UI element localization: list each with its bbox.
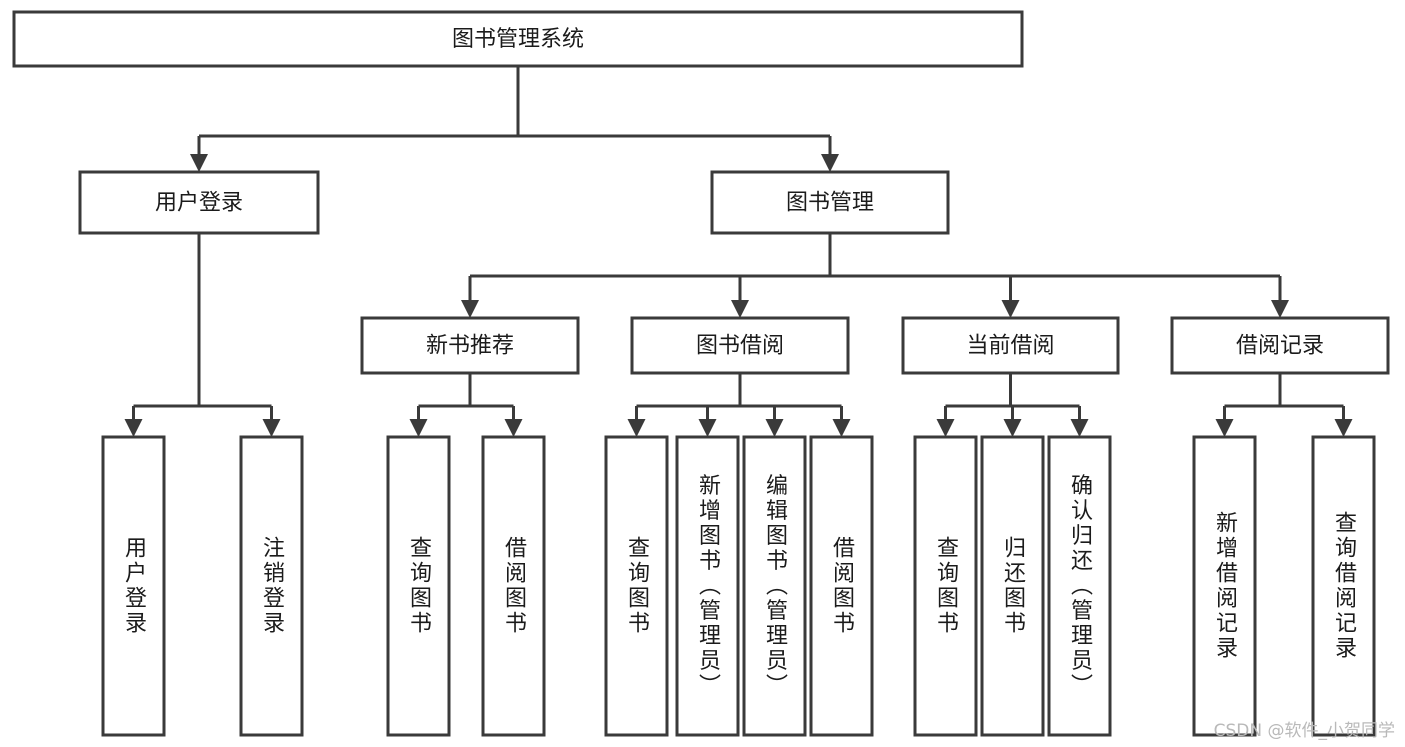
- node-box-leaf-logout: [239, 435, 304, 737]
- node-box-user-login: [78, 170, 320, 235]
- node-box-book-borrow: [630, 316, 850, 375]
- connector-group-book-borrow: [627, 373, 851, 437]
- node-leaf-edit-book[interactable]: 编辑图书（管理员）: [742, 435, 807, 737]
- node-box-leaf-query-book-current: [913, 435, 978, 737]
- node-user-login[interactable]: 用户登录: [78, 170, 320, 235]
- node-root[interactable]: 图书管理系统: [12, 10, 1024, 68]
- node-label-leaf-query-book-rec: 查询图书: [406, 536, 432, 636]
- node-box-new-book-recommend: [360, 316, 580, 375]
- connector-layer: [124, 66, 1353, 437]
- node-box-leaf-query-record: [1311, 435, 1376, 737]
- node-box-leaf-user-login: [101, 435, 166, 737]
- node-label-leaf-user-login: 用户登录: [121, 536, 147, 636]
- arrow-head-icon: [190, 154, 208, 172]
- arrow-head-icon: [124, 419, 143, 437]
- node-box-leaf-query-book-borrow: [604, 435, 669, 737]
- arrow-head-icon: [504, 419, 523, 437]
- node-borrow-record[interactable]: 借阅记录: [1170, 316, 1390, 375]
- node-leaf-borrow-book[interactable]: 借阅图书: [809, 435, 874, 737]
- connector-group-book-manage: [461, 233, 1289, 318]
- watermark-label: CSDN @软件_小贺同学: [1213, 721, 1395, 741]
- node-box-leaf-return-book: [980, 435, 1045, 737]
- node-box-leaf-edit-book: [742, 435, 807, 737]
- node-label-leaf-query-record: 查询借阅记录: [1331, 511, 1357, 661]
- arrow-head-icon: [936, 419, 955, 437]
- node-label-leaf-edit-book: 编辑图书（管理员）: [762, 474, 788, 699]
- node-book-borrow[interactable]: 图书借阅: [630, 316, 850, 375]
- node-leaf-query-book-rec[interactable]: 查询图书: [386, 435, 451, 737]
- node-leaf-return-book[interactable]: 归还图书: [980, 435, 1045, 737]
- connector-group-root: [190, 66, 839, 172]
- node-book-manage[interactable]: 图书管理: [710, 170, 950, 235]
- node-label-new-book-recommend: 新书推荐: [426, 334, 514, 359]
- arrow-head-icon: [832, 419, 851, 437]
- node-leaf-add-record[interactable]: 新增借阅记录: [1192, 435, 1257, 737]
- node-leaf-logout[interactable]: 注销登录: [239, 435, 304, 737]
- arrow-head-icon: [409, 419, 428, 437]
- node-label-book-manage: 图书管理: [786, 191, 874, 216]
- node-label-user-login: 用户登录: [155, 191, 243, 216]
- arrow-head-icon: [1271, 300, 1289, 318]
- arrow-head-icon: [821, 154, 839, 172]
- node-leaf-borrow-book-rec[interactable]: 借阅图书: [481, 435, 546, 737]
- node-label-current-borrow: 当前借阅: [966, 334, 1054, 359]
- node-box-root: [12, 10, 1024, 68]
- node-box-borrow-record: [1170, 316, 1390, 375]
- node-leaf-user-login[interactable]: 用户登录: [101, 435, 166, 737]
- node-current-borrow[interactable]: 当前借阅: [901, 316, 1120, 375]
- node-label-leaf-add-book: 新增图书（管理员）: [695, 474, 721, 699]
- connector-group-user-login: [124, 233, 281, 437]
- node-label-leaf-query-book-current: 查询图书: [933, 536, 959, 636]
- arrow-head-icon: [1215, 419, 1234, 437]
- node-box-book-manage: [710, 170, 950, 235]
- node-box-leaf-borrow-book: [809, 435, 874, 737]
- node-leaf-query-book-current[interactable]: 查询图书: [913, 435, 978, 737]
- node-layer: 图书管理系统用户登录图书管理新书推荐图书借阅当前借阅借阅记录用户登录注销登录查询…: [12, 10, 1390, 737]
- arrow-head-icon: [765, 419, 784, 437]
- arrow-head-icon: [1070, 419, 1089, 437]
- node-new-book-recommend[interactable]: 新书推荐: [360, 316, 580, 375]
- node-label-leaf-add-record: 新增借阅记录: [1212, 511, 1238, 661]
- arrow-head-icon: [1003, 419, 1022, 437]
- node-leaf-query-book-borrow[interactable]: 查询图书: [604, 435, 669, 737]
- arrow-head-icon: [461, 300, 479, 318]
- connector-group-current-borrow: [936, 373, 1089, 437]
- arrow-head-icon: [731, 300, 749, 318]
- node-box-current-borrow: [901, 316, 1120, 375]
- node-leaf-confirm-return[interactable]: 确认归还（管理员）: [1047, 435, 1112, 737]
- node-box-leaf-query-book-rec: [386, 435, 451, 737]
- node-label-leaf-logout: 注销登录: [259, 536, 285, 636]
- node-box-leaf-add-book: [675, 435, 740, 737]
- node-leaf-query-record[interactable]: 查询借阅记录: [1311, 435, 1376, 737]
- node-leaf-add-book[interactable]: 新增图书（管理员）: [675, 435, 740, 737]
- node-label-root: 图书管理系统: [452, 27, 584, 52]
- arrow-head-icon: [1001, 300, 1020, 318]
- node-label-borrow-record: 借阅记录: [1236, 334, 1324, 359]
- arrow-head-icon: [698, 419, 717, 437]
- node-label-leaf-borrow-book-rec: 借阅图书: [501, 536, 527, 636]
- node-label-leaf-return-book: 归还图书: [1000, 536, 1026, 636]
- connector-group-borrow-record: [1215, 373, 1353, 437]
- node-box-leaf-borrow-book-rec: [481, 435, 546, 737]
- node-box-leaf-confirm-return: [1047, 435, 1112, 737]
- arrow-head-icon: [262, 419, 281, 437]
- node-label-book-borrow: 图书借阅: [696, 334, 784, 359]
- node-label-leaf-confirm-return: 确认归还（管理员）: [1067, 474, 1093, 699]
- node-label-leaf-borrow-book: 借阅图书: [829, 536, 855, 636]
- connector-group-new-book-recommend: [409, 373, 523, 437]
- arrow-head-icon: [627, 419, 646, 437]
- node-label-leaf-query-book-borrow: 查询图书: [624, 536, 650, 636]
- node-box-leaf-add-record: [1192, 435, 1257, 737]
- arrow-head-icon: [1334, 419, 1353, 437]
